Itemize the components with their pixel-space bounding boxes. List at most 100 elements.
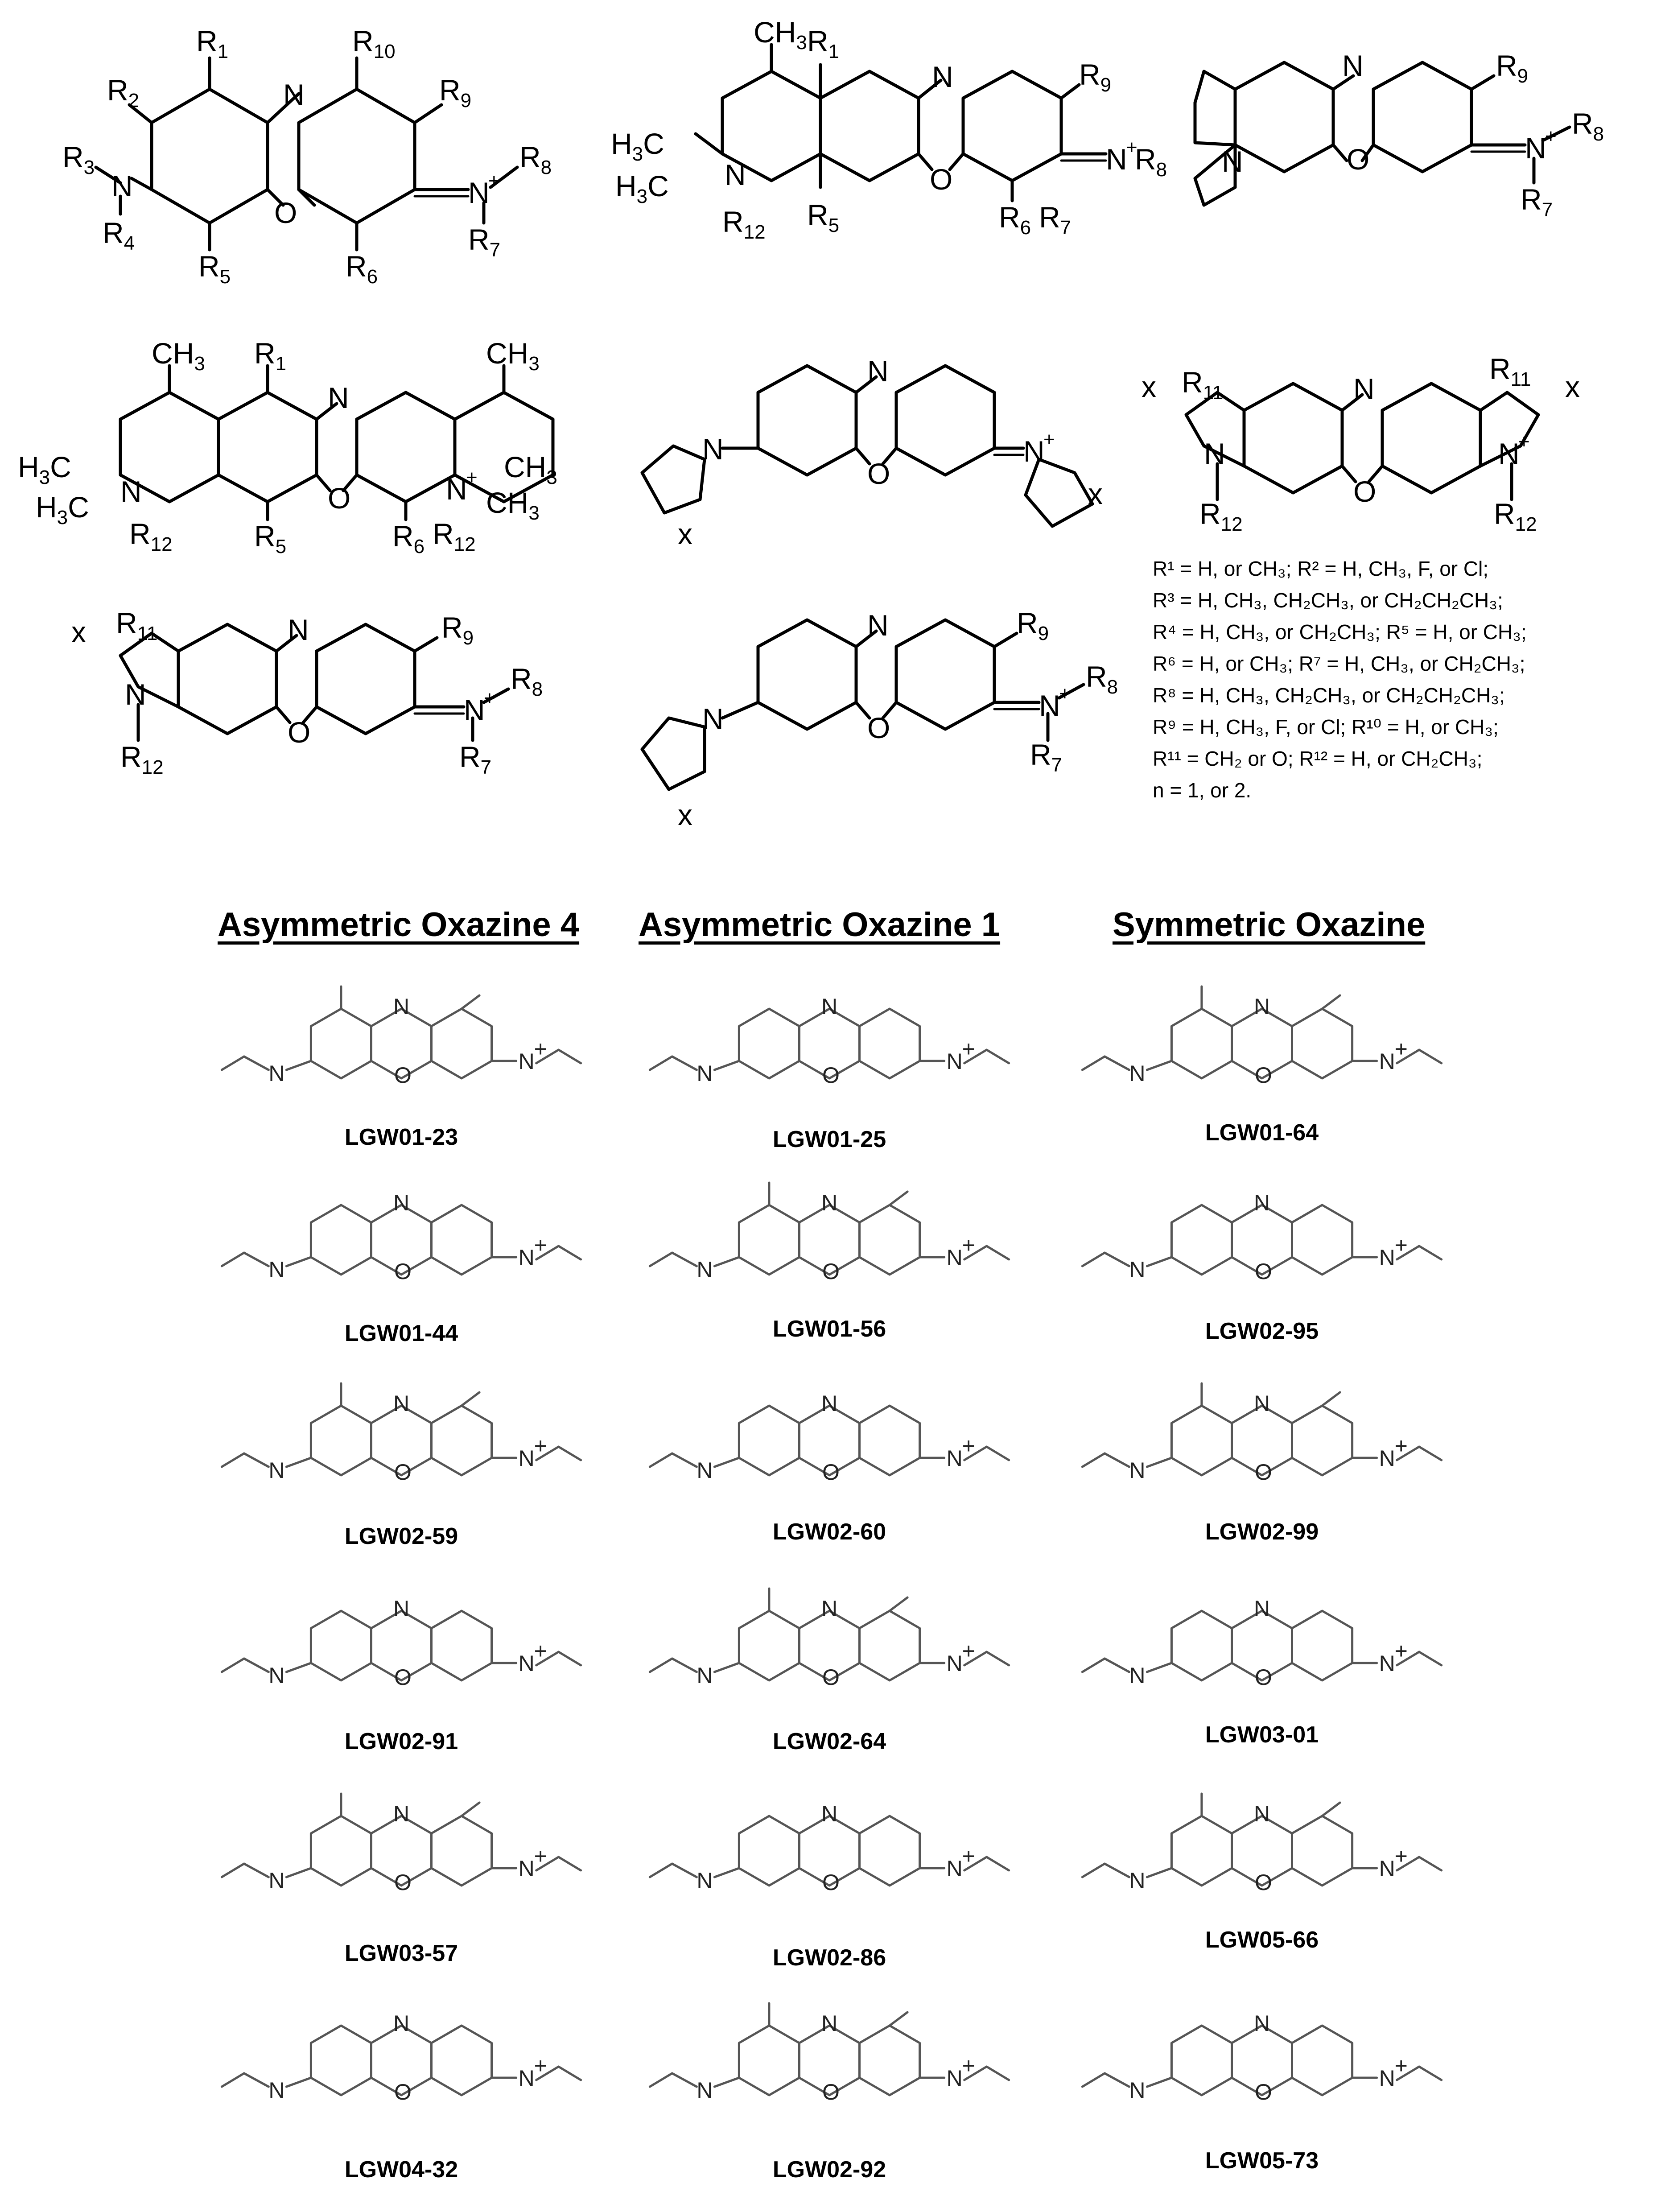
atom-n: N bbox=[867, 355, 889, 388]
bond bbox=[963, 2065, 988, 2081]
generic-structure-7: N O N N + R11 R12 R9 R8 R7 x bbox=[71, 607, 543, 778]
atom-n-plus: N bbox=[519, 1446, 535, 1471]
atom-n: N bbox=[821, 1391, 837, 1416]
bond bbox=[243, 2072, 270, 2088]
bond bbox=[535, 1445, 560, 1461]
atom-o: O bbox=[328, 482, 350, 515]
generic-structure-6: N O N N + R11 R11 R12 R12 x x bbox=[1142, 352, 1580, 535]
compound-label: LGW05-66 bbox=[1205, 1927, 1319, 1953]
bond bbox=[1418, 1445, 1443, 1461]
atom-n: N bbox=[1254, 1801, 1270, 1826]
bond bbox=[285, 2076, 312, 2088]
atom-o: O bbox=[394, 1870, 412, 1895]
bond bbox=[648, 2072, 673, 2088]
label-r7: R7 bbox=[1030, 738, 1062, 776]
atom-n: N bbox=[268, 1663, 284, 1688]
charge: + bbox=[466, 466, 478, 488]
bond bbox=[285, 1457, 312, 1468]
bond bbox=[1396, 1856, 1421, 1872]
section-title-symmetric-oxazine: Symmetric Oxazine bbox=[1113, 906, 1426, 944]
atom-n: N bbox=[1254, 1391, 1270, 1416]
label-r7: R7 bbox=[1039, 201, 1071, 239]
atom-n-plus: N bbox=[446, 473, 467, 506]
methyl: CH3 bbox=[486, 486, 540, 524]
atom-n-plus: N bbox=[1023, 435, 1045, 468]
atom-n-plus: N bbox=[519, 1245, 535, 1270]
atom-n-plus: N bbox=[1379, 1446, 1395, 1471]
atom-n: N bbox=[696, 1061, 713, 1086]
label-r1: R1 bbox=[254, 337, 286, 375]
bond bbox=[220, 1657, 245, 1673]
compound-label: LGW02-59 bbox=[344, 1523, 458, 1549]
bond bbox=[963, 1651, 988, 1667]
generic-structure-3: N O N N + R9 R8 R7 bbox=[1193, 49, 1604, 221]
bond bbox=[1146, 1867, 1173, 1878]
methyl: H3C bbox=[615, 169, 669, 207]
bond bbox=[985, 1856, 1010, 1872]
atom-n: N bbox=[821, 1801, 837, 1826]
bond bbox=[1418, 1856, 1443, 1872]
ring bbox=[858, 1204, 921, 1276]
ring bbox=[738, 1204, 800, 1276]
ring-size-x: x bbox=[678, 517, 692, 550]
label-r7: R7 bbox=[1521, 183, 1553, 221]
ring bbox=[1291, 1204, 1354, 1276]
bond bbox=[243, 1862, 270, 1878]
atom-n: N bbox=[696, 1868, 713, 1893]
atom-n: N bbox=[125, 678, 146, 711]
bond bbox=[671, 1251, 698, 1267]
atom-n: N bbox=[1129, 2078, 1145, 2103]
label-r9: R9 bbox=[1017, 607, 1049, 644]
compound-label: LGW01-56 bbox=[772, 1316, 886, 1342]
bond bbox=[963, 1856, 988, 1872]
bond bbox=[285, 1662, 312, 1673]
charge: + bbox=[484, 687, 495, 709]
atom-n: N bbox=[283, 78, 305, 111]
charge: + bbox=[1043, 429, 1055, 450]
bond bbox=[1103, 1251, 1130, 1267]
ring-size-x: x bbox=[1565, 370, 1580, 403]
label-r8: R8 bbox=[1135, 143, 1167, 181]
ring bbox=[430, 2024, 493, 2096]
bond bbox=[220, 1251, 245, 1267]
label-r11: R11 bbox=[116, 607, 157, 644]
bond bbox=[285, 1867, 312, 1878]
compound-label: LGW02-99 bbox=[1205, 1519, 1319, 1545]
atom-o: O bbox=[1255, 1665, 1272, 1690]
label-r9: R9 bbox=[441, 611, 474, 649]
bond bbox=[557, 1856, 582, 1872]
label-r12: R12 bbox=[129, 517, 173, 555]
atom-o: O bbox=[394, 1460, 412, 1485]
ring bbox=[1291, 1007, 1354, 1080]
bond bbox=[648, 1657, 673, 1673]
legend-line: R³ = H, CH₃, CH₂CH₃, or CH₂CH₂CH₃; bbox=[1153, 589, 1503, 612]
ring bbox=[430, 1404, 493, 1477]
atom-n: N bbox=[393, 1190, 409, 1215]
bond bbox=[1081, 1862, 1106, 1878]
bond bbox=[648, 1251, 673, 1267]
label-r12: R12 bbox=[1494, 497, 1537, 535]
atom-n-plus: N bbox=[1379, 1651, 1395, 1676]
label-r8: R8 bbox=[1086, 660, 1118, 698]
compound-label: LGW03-57 bbox=[344, 1940, 458, 1966]
ring bbox=[1170, 2024, 1233, 2096]
bond bbox=[985, 1245, 1010, 1261]
atom-n: N bbox=[821, 2011, 837, 2036]
bond bbox=[535, 1245, 560, 1261]
compound-label: LGW03-01 bbox=[1205, 1722, 1319, 1748]
label-r11: R11 bbox=[1489, 352, 1531, 390]
ring bbox=[738, 1404, 800, 1477]
ring bbox=[309, 2024, 372, 2096]
bond bbox=[1396, 2065, 1421, 2081]
atom-o: O bbox=[1255, 1460, 1272, 1485]
atom-o: O bbox=[394, 1665, 412, 1690]
atom-n-plus: N bbox=[947, 1446, 963, 1471]
methyl: H3C bbox=[18, 450, 71, 488]
atom-n: N bbox=[696, 2078, 713, 2103]
atom-n: N bbox=[393, 994, 409, 1019]
atom-n: N bbox=[1129, 1868, 1145, 1893]
atom-n: N bbox=[328, 381, 349, 414]
bond bbox=[963, 1245, 988, 1261]
atom-n-plus: N bbox=[1106, 143, 1127, 176]
legend-line: R¹ = H, or CH₃; R² = H, CH₃, F, or Cl; bbox=[1153, 557, 1489, 580]
